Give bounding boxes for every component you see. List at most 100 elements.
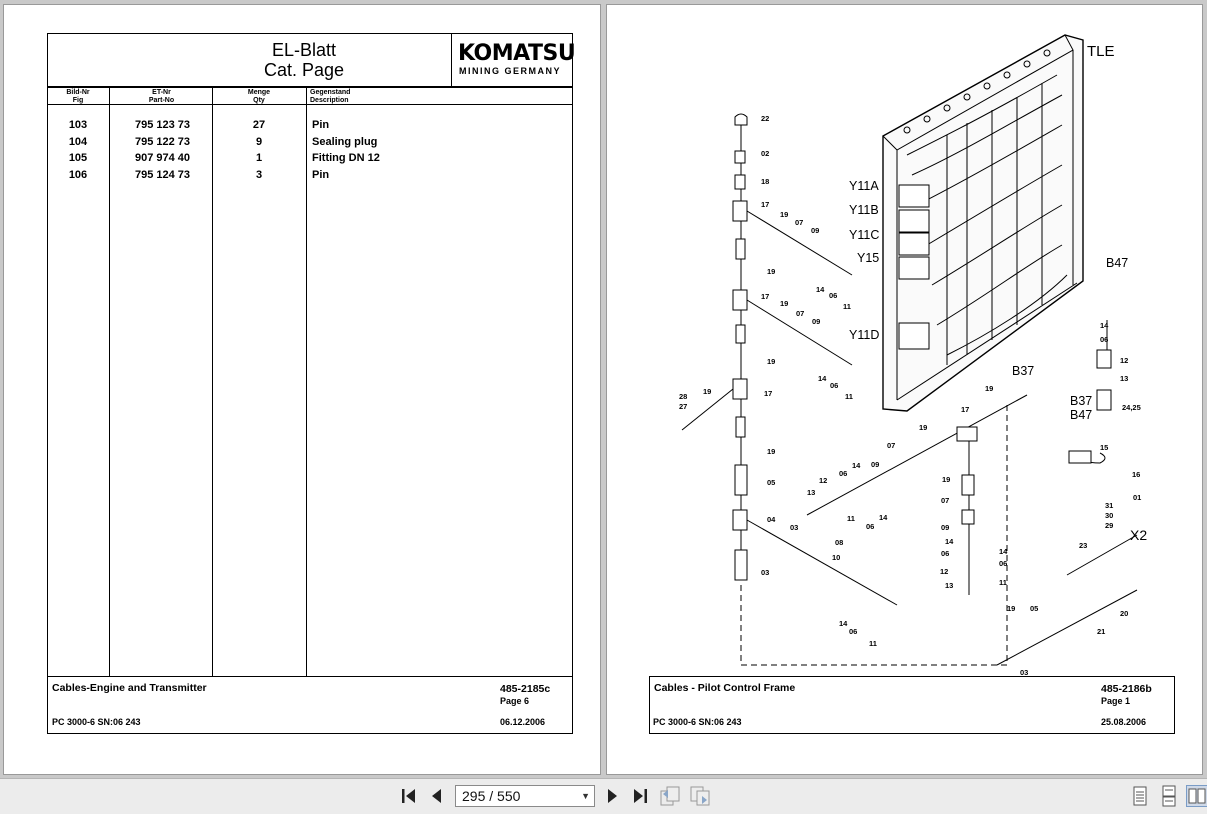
svg-text:14: 14 (818, 374, 827, 383)
svg-text:12: 12 (940, 567, 948, 576)
svg-text:19: 19 (942, 475, 950, 484)
label-y11c: Y11C (849, 228, 879, 242)
svg-text:24,25: 24,25 (1122, 403, 1141, 412)
svg-text:11: 11 (845, 392, 853, 401)
svg-text:28: 28 (679, 392, 687, 401)
svg-text:12: 12 (1120, 356, 1128, 365)
footer-frame (649, 676, 1175, 734)
svg-text:21: 21 (1097, 627, 1105, 636)
continuous-page-icon (1162, 785, 1176, 807)
svg-text:27: 27 (679, 402, 687, 411)
svg-text:06: 06 (849, 627, 857, 636)
svg-text:03: 03 (790, 523, 798, 532)
label-b47-lower: B47 (1070, 408, 1092, 422)
svg-text:07: 07 (796, 309, 804, 318)
continuous-view-button[interactable] (1158, 785, 1180, 807)
parts-table-frame (47, 87, 573, 734)
doc-date: 06.12.2006 (500, 717, 546, 727)
svg-text:14: 14 (1100, 321, 1109, 330)
svg-text:22: 22 (761, 114, 769, 123)
svg-text:05: 05 (1030, 604, 1038, 613)
svg-text:11: 11 (999, 578, 1007, 587)
svg-text:07: 07 (941, 496, 949, 505)
go-back-view-button[interactable] (659, 785, 681, 807)
svg-text:09: 09 (811, 226, 819, 235)
table-row: 104 795 122 73 9 Sealing plug (68, 135, 378, 148)
table-row: 106 795 124 73 3 Pin (68, 168, 330, 181)
svg-text:09: 09 (941, 523, 949, 532)
svg-text:13: 13 (1120, 374, 1128, 383)
svg-text:05: 05 (767, 478, 775, 487)
last-page-button[interactable] (629, 785, 651, 807)
svg-text:19: 19 (780, 299, 788, 308)
chevron-down-icon: ▼ (581, 791, 590, 801)
page-number-select[interactable]: 295 / 550 ▼ (455, 785, 595, 807)
previous-page-icon (432, 789, 441, 803)
machine-model: PC 3000-6 SN:06 243 (653, 717, 742, 727)
first-page-button[interactable] (398, 785, 420, 807)
svg-text:04: 04 (767, 515, 776, 524)
single-page-icon (1133, 786, 1147, 806)
go-forward-view-button[interactable] (689, 785, 711, 807)
svg-text:08: 08 (835, 538, 843, 547)
svg-text:19: 19 (919, 423, 927, 432)
svg-text:17: 17 (961, 405, 969, 414)
svg-text:03: 03 (761, 568, 769, 577)
svg-text:09: 09 (871, 460, 879, 469)
doc-page: Page 1 (1101, 696, 1131, 706)
svg-text:14: 14 (816, 285, 825, 294)
svg-text:01: 01 (1133, 493, 1141, 502)
page-caption: Cables - Pilot Control Frame (654, 682, 796, 694)
label-y15: Y15 (857, 251, 879, 265)
table-row: 103 795 123 73 27 Pin (68, 119, 330, 131)
previous-page-button[interactable] (426, 785, 448, 807)
label-x2: X2 (1130, 527, 1147, 543)
svg-text:11: 11 (869, 639, 877, 648)
svg-text:07: 07 (795, 218, 803, 227)
svg-text:14: 14 (999, 547, 1008, 556)
doc-code: 485-2185c (500, 683, 551, 695)
page-title-de: EL-Blatt (271, 40, 337, 60)
label-b37-lower: B37 (1070, 394, 1092, 408)
svg-text:06: 06 (830, 381, 838, 390)
back-view-icon (660, 786, 680, 806)
svg-text:12: 12 (819, 476, 827, 485)
table-row: 105 907 974 40 1 Fitting DN 12 (68, 152, 380, 164)
svg-text:30: 30 (1105, 511, 1113, 520)
svg-text:14: 14 (945, 537, 954, 546)
svg-text:19: 19 (767, 357, 775, 366)
svg-text:06: 06 (941, 549, 949, 558)
next-page-button[interactable] (601, 785, 623, 807)
single-page-view-button[interactable] (1129, 785, 1151, 807)
header-frame (47, 33, 573, 87)
page-indicator: 295 / 550 (462, 788, 521, 804)
svg-text:10: 10 (832, 553, 840, 562)
svg-text:19: 19 (703, 387, 711, 396)
label-y11d: Y11D (849, 328, 879, 342)
svg-text:06: 06 (999, 559, 1007, 568)
svg-text:19: 19 (767, 447, 775, 456)
svg-text:19: 19 (985, 384, 993, 393)
label-y11b: Y11B (849, 203, 879, 217)
svg-text:16: 16 (1132, 470, 1140, 479)
svg-text:14: 14 (839, 619, 848, 628)
last-page-icon (634, 789, 647, 803)
svg-text:31: 31 (1105, 501, 1113, 510)
next-page-icon (608, 789, 617, 803)
doc-page: Page 6 (500, 696, 530, 706)
svg-text:19: 19 (767, 267, 775, 276)
forward-view-icon (690, 786, 710, 806)
svg-text:15: 15 (1100, 443, 1108, 452)
svg-text:07: 07 (887, 441, 895, 450)
page-caption: Cables-Engine and Transmitter (52, 682, 207, 694)
page-title-en: Cat. Page (263, 60, 345, 80)
svg-text:18: 18 (761, 177, 769, 186)
facing-pages-view-button[interactable] (1186, 785, 1207, 807)
parts-rows: 103 795 123 73 27 Pin 104 795 122 73 9 S… (47, 119, 571, 185)
viewer-toolbar: 295 / 550 ▼ (0, 778, 1207, 814)
svg-text:17: 17 (761, 200, 769, 209)
